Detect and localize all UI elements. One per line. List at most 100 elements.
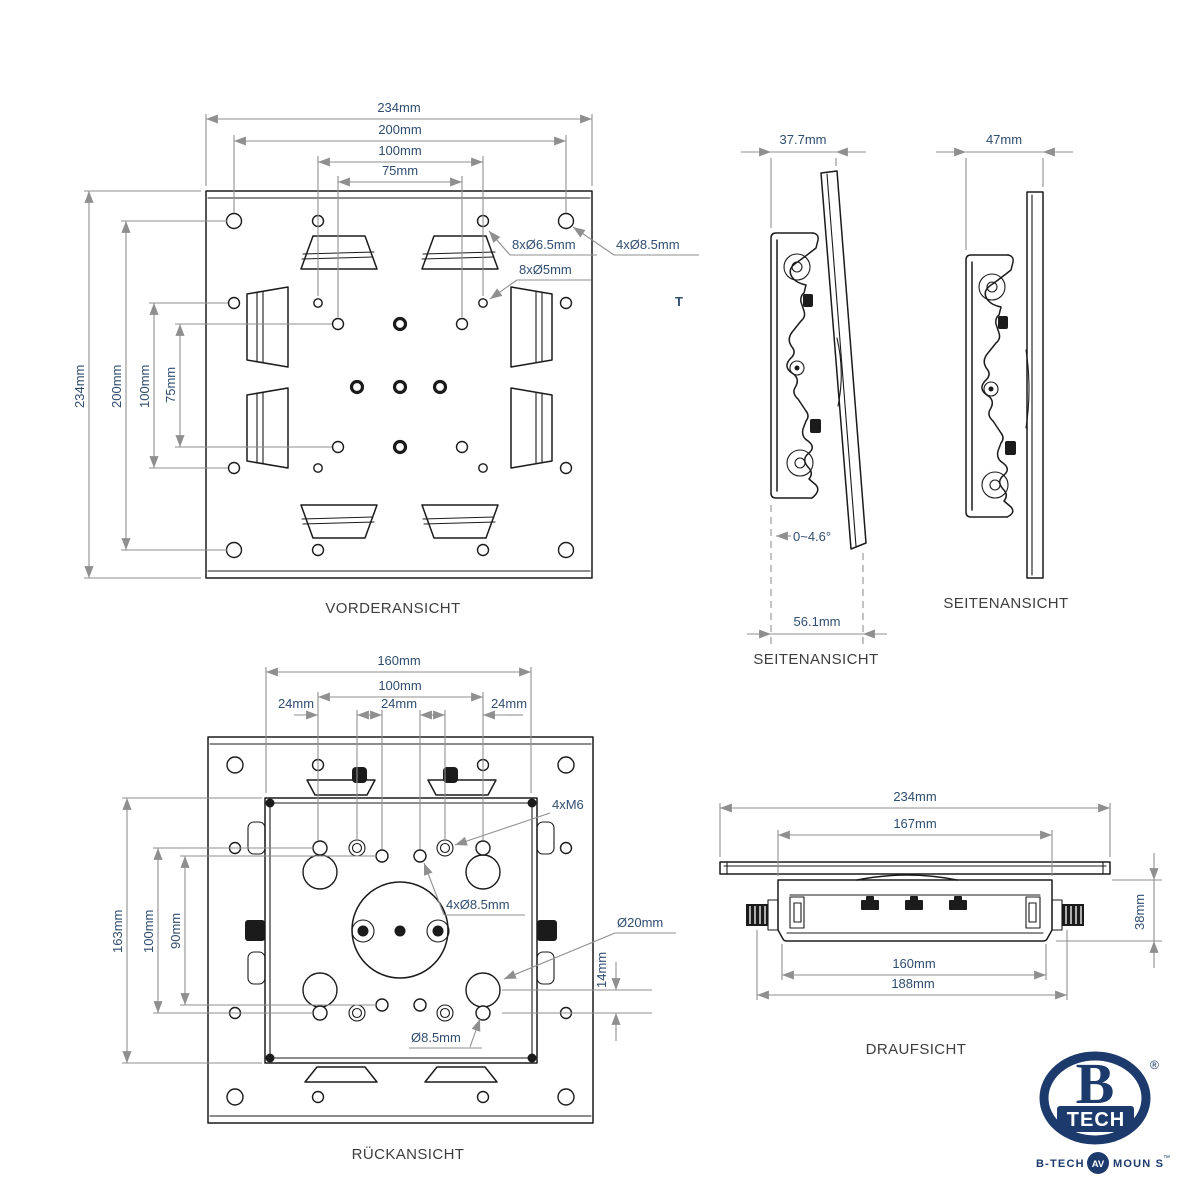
rear-dim-24-right: 24mm — [491, 696, 527, 711]
front-dim-height-100: 100mm — [137, 365, 152, 408]
top-bottom-extension-lines — [756, 930, 1068, 1000]
registered-mark-icon: ® — [1150, 1058, 1159, 1072]
bracket-keyholes — [302, 840, 501, 1021]
wall-bracket-profile — [981, 254, 1014, 518]
tilted-extension-lines — [770, 158, 837, 228]
callout-leader-m6 — [454, 812, 551, 846]
top-dim-234: 234mm — [893, 789, 936, 804]
front-dim-width-75: 75mm — [382, 163, 418, 178]
locking-tabs — [861, 896, 967, 910]
rear-dim-width-100: 100mm — [378, 678, 421, 693]
straight-extension-lines — [965, 158, 1044, 250]
tilted-dim-depth-top: 37.7mm — [780, 132, 827, 147]
front-callout-8x6-5: 8xØ6.5mm — [512, 237, 576, 252]
front-left-extension-lines — [84, 190, 332, 579]
callout-leader-8-5 — [423, 862, 445, 916]
side-view-tilted-label: SEITENANSICHT — [753, 651, 878, 668]
panel-outline — [1026, 191, 1044, 579]
front-dim-width-200: 200mm — [378, 122, 421, 137]
front-dim-height-75: 75mm — [163, 367, 178, 403]
wall-bracket-channel — [770, 232, 814, 499]
callout-leader-8-5 — [572, 226, 615, 256]
front-dim-width-100: 100mm — [378, 143, 421, 158]
top-view: 234mm 167mm 38mm 160mm 188mm DRAUFSICHT — [719, 789, 1162, 1058]
rear-14-extension-lines — [502, 989, 652, 1014]
av-badge-icon — [1087, 1152, 1109, 1174]
side-view-straight: 47mm SEITENANSICHT — [936, 132, 1073, 612]
wall-bracket-channel — [965, 254, 1009, 518]
front-plate-outline — [205, 190, 593, 579]
front-dim-height-200: 200mm — [109, 365, 124, 408]
tilted-panel-bulge — [836, 337, 842, 407]
front-dim-width-234: 234mm — [377, 100, 420, 115]
front-top-extension-lines — [205, 114, 593, 317]
rear-dim-width-160: 160mm — [377, 653, 420, 668]
bracket-bosses — [783, 253, 821, 477]
rear-callout-4xm6: 4xM6 — [552, 797, 584, 812]
rear-dim-24-mid: 24mm — [381, 696, 417, 711]
btech-logo: B TECH ® B-TECH AV MOUN S ™ — [1036, 1051, 1170, 1174]
bracket-center-hub — [351, 881, 450, 979]
rear-dim-14: 14mm — [594, 952, 609, 988]
logo-monogram: B — [1076, 1051, 1115, 1116]
straight-dim-depth: 47mm — [986, 132, 1022, 147]
bracket-bosses — [978, 273, 1016, 499]
logo-tagline-brand: B-TECH — [1036, 1158, 1085, 1170]
logo-oval-icon — [1039, 1051, 1151, 1145]
rear-plate-holes — [226, 756, 575, 1106]
bracket-corner-bolts — [265, 798, 537, 1063]
callout-leader-8-5s — [469, 1018, 481, 1048]
wall-plate-bar — [719, 861, 1111, 875]
side-view-straight-label: SEITENANSICHT — [943, 595, 1068, 612]
rear-plate-fold-edges — [209, 743, 592, 1117]
av-badge-text: AV — [1092, 1159, 1105, 1170]
tension-knobs — [746, 904, 1084, 926]
tilted-dim-depth-bottom: 56.1mm — [794, 614, 841, 629]
front-dim-height-234: 234mm — [72, 365, 87, 408]
panel-arc-bump — [856, 874, 958, 881]
wall-bracket-profile — [786, 232, 819, 499]
callout-leader-20 — [503, 932, 616, 980]
stray-t-mark: T — [675, 294, 683, 309]
front-view-label: VORDERANSICHT — [325, 600, 460, 617]
rear-dim-height-163: 163mm — [110, 910, 125, 953]
side-view-tilted: 37.7mm 0~4.6° 56.1mm SEITENANSICHT — [741, 132, 887, 668]
panel-bulge — [1025, 349, 1030, 429]
top-dim-38: 38mm — [1132, 894, 1147, 930]
rear-callout-8-5: Ø8.5mm — [411, 1030, 461, 1045]
logo-word: TECH — [1067, 1109, 1125, 1131]
callout-leader-5 — [489, 279, 518, 300]
logo-tagline-product: MOUN S — [1113, 1158, 1164, 1170]
rear-plate-vent-slots — [304, 767, 498, 1083]
rear-callout-4x8-5: 4xØ8.5mm — [446, 897, 510, 912]
top-view-label: DRAUFSICHT — [866, 1041, 967, 1058]
rear-dim-24-left: 24mm — [278, 696, 314, 711]
top-dim-188: 188mm — [891, 976, 934, 991]
rear-top-extension-lines — [265, 667, 532, 849]
rear-left-extension-lines — [122, 797, 376, 1064]
front-plate-vent-slots — [246, 235, 553, 539]
rear-callout-20: Ø20mm — [617, 915, 663, 930]
front-plate-fold-edges — [207, 197, 591, 572]
trademark-icon: ™ — [1163, 1155, 1170, 1162]
front-view: 234mm 200mm 100mm 75mm 234mm 200mm 100mm… — [72, 100, 699, 617]
top-extension-lines — [719, 803, 1111, 876]
logo-band — [1057, 1106, 1134, 1132]
top-dim-167: 167mm — [893, 816, 936, 831]
wall-plate-end-caps — [726, 861, 1104, 875]
tilted-panel-outline — [820, 170, 867, 550]
front-callout-8x5: 8xØ5mm — [519, 262, 572, 277]
bracket-bottom-edge — [777, 929, 1053, 942]
callout-leader-6-5 — [488, 230, 511, 256]
rear-dim-height-90: 90mm — [168, 913, 183, 949]
vesa-bracket-inner — [269, 802, 533, 1059]
tilted-panel-inner-edge — [826, 173, 857, 547]
top-dim-160: 160mm — [892, 956, 935, 971]
front-callout-4x8-5: 4xØ8.5mm — [616, 237, 680, 252]
rear-plate-outline — [207, 736, 594, 1124]
rear-dim-height-100: 100mm — [141, 910, 156, 953]
bracket-side-clips — [245, 821, 557, 985]
tilt-angle-value: 0~4.6° — [793, 529, 831, 544]
